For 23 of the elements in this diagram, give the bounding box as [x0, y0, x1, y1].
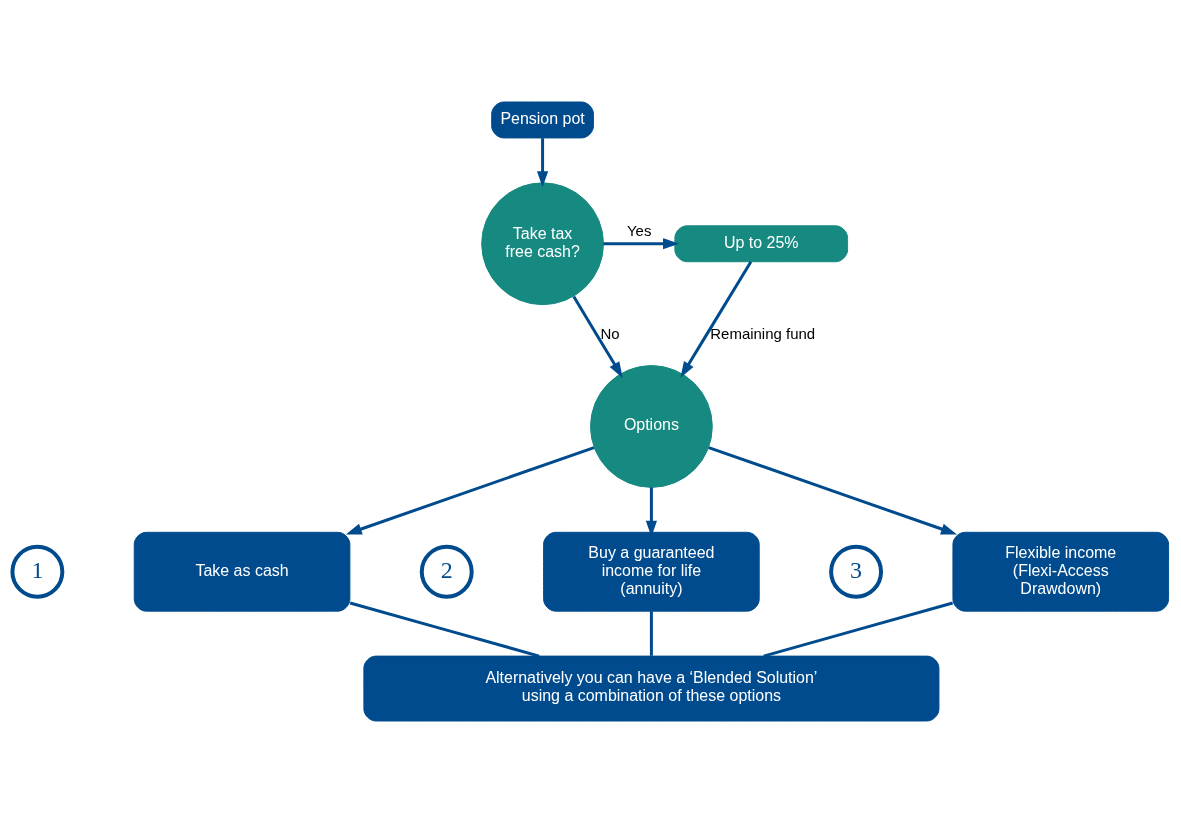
node-circle: Take tax free cash? [481, 182, 604, 306]
edge-label: No [600, 324, 620, 342]
node-circle: 1 [10, 544, 65, 599]
node-box: Alternatively you can have a ‘Blended Solution’ using a combination of these options [363, 655, 940, 722]
edge-label: Yes [626, 221, 652, 239]
arrow [603, 238, 680, 250]
node-box: Up to 25% [674, 225, 849, 263]
node-circle: Options [590, 365, 713, 488]
arrow [572, 295, 623, 378]
connector [763, 601, 954, 658]
arrow [680, 261, 753, 378]
node-box: Flexible income (Flexi-Access Drawdown) [952, 531, 1170, 612]
node-circle: 3 [829, 544, 884, 599]
edge-label: Remaining fund [710, 324, 816, 342]
connector [649, 611, 653, 656]
connector [349, 601, 540, 658]
arrow [708, 446, 958, 535]
arrow [345, 446, 595, 535]
node-box: Take as cash [133, 531, 351, 612]
node-box: Buy a guaranteed income for life (annuity) [543, 531, 760, 612]
arrow [536, 138, 549, 188]
node-circle: 2 [419, 544, 474, 599]
node-box: Pension pot [491, 101, 594, 139]
